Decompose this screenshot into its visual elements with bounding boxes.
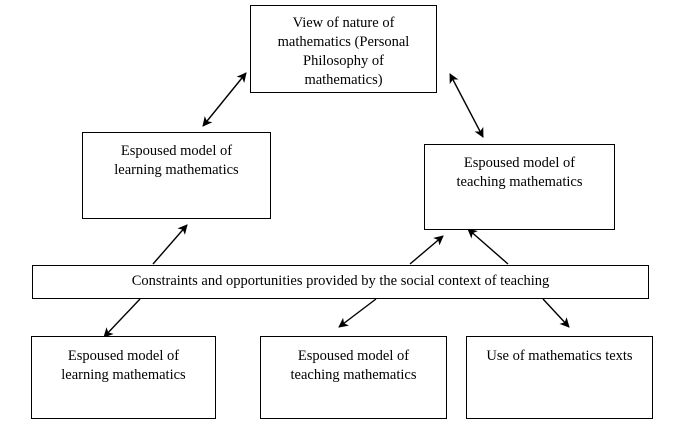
edge-constraints-to-teaching-upper-right [467, 228, 509, 265]
node-espoused-teaching-upper-label: Espoused model of teaching mathematics [456, 155, 583, 190]
node-math-texts-label: Use of mathematics texts [486, 348, 633, 364]
edge-view-to-teaching-upper [449, 73, 484, 138]
node-constraints-label: Constraints and opportunities provided b… [131, 273, 550, 289]
node-espoused-model-of-teaching-mathematics-upper: Espoused model of teaching mathematics [424, 144, 615, 230]
node-espoused-model-of-learning-mathematics-lower: Espoused model of learning mathematics [31, 336, 216, 419]
node-espoused-model-of-learning-mathematics-upper: Espoused model of learning mathematics [82, 132, 271, 219]
node-espoused-model-of-teaching-mathematics-lower: Espoused model of teaching mathematics [260, 336, 447, 419]
edge-constraints-to-teaching-upper-left [409, 235, 444, 265]
node-constraints-and-opportunities: Constraints and opportunities provided b… [32, 265, 649, 299]
node-use-of-mathematics-texts: Use of mathematics texts [466, 336, 653, 419]
node-espoused-teaching-lower-label: Espoused model of teaching mathematics [290, 348, 417, 383]
node-espoused-learning-lower-label: Espoused model of learning mathematics [61, 348, 186, 383]
node-espoused-learning-upper-label: Espoused model of learning mathematics [114, 143, 239, 178]
edge-constraints-to-teaching-lower [338, 298, 377, 328]
node-view-of-nature-of-mathematics: View of nature of mathematics (Personal … [250, 5, 437, 93]
edge-constraints-to-learning-upper [152, 224, 188, 265]
edge-view-to-learning-upper [202, 72, 247, 127]
node-view-of-nature-label: View of nature of mathematics (Personal … [277, 15, 410, 88]
edge-constraints-to-math-texts [542, 298, 570, 328]
edge-constraints-to-learning-lower [103, 298, 141, 338]
